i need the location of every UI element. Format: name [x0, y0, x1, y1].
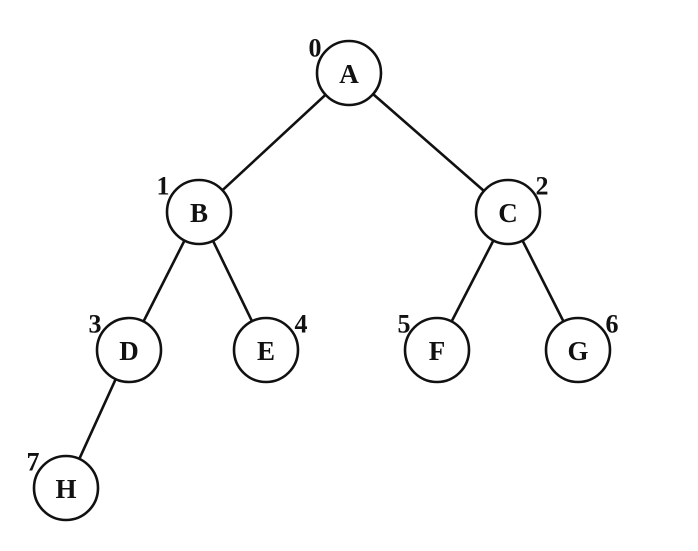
node-label-c: C — [498, 198, 518, 228]
edge-d-h — [78, 377, 117, 461]
node-label-d: D — [119, 336, 139, 366]
node-circle-a — [315, 39, 383, 107]
tree-index-labels: 0 1 2 3 4 5 6 7 — [27, 34, 619, 477]
tree-edges — [78, 92, 565, 461]
node-circle-g — [544, 316, 612, 384]
node-circle-f — [403, 316, 471, 384]
node-label-a: A — [339, 59, 359, 89]
index-label-b: 1 — [157, 172, 170, 201]
node-b: B — [165, 178, 233, 246]
index-label-e: 4 — [295, 310, 308, 339]
node-a: A — [315, 39, 383, 107]
node-label-b: B — [190, 198, 208, 228]
node-circle-h — [32, 454, 100, 522]
index-label-g: 6 — [606, 310, 619, 339]
index-label-c: 2 — [536, 172, 549, 201]
edge-c-g — [521, 239, 565, 323]
node-circle-e — [232, 316, 300, 384]
node-circle-c — [474, 178, 542, 246]
index-label-d: 3 — [89, 310, 102, 339]
node-circle-d — [95, 316, 163, 384]
node-d: D — [95, 316, 163, 384]
node-label-h: H — [55, 474, 76, 504]
node-c: C — [474, 178, 542, 246]
index-label-h: 7 — [27, 448, 40, 477]
index-label-a: 0 — [309, 34, 322, 63]
node-f: F — [403, 316, 471, 384]
tree-nodes: A B C D E F G H — [32, 39, 612, 522]
node-label-e: E — [257, 336, 275, 366]
node-label-f: F — [429, 336, 446, 366]
node-circle-b — [165, 178, 233, 246]
edge-b-e — [211, 239, 254, 323]
index-label-f: 5 — [398, 310, 411, 339]
edge-a-c — [371, 92, 486, 193]
edge-c-f — [450, 239, 495, 323]
node-e: E — [232, 316, 300, 384]
node-label-g: G — [567, 336, 588, 366]
edge-a-b — [221, 93, 327, 192]
edge-b-d — [142, 239, 186, 323]
node-h: H — [32, 454, 100, 522]
node-g: G — [544, 316, 612, 384]
